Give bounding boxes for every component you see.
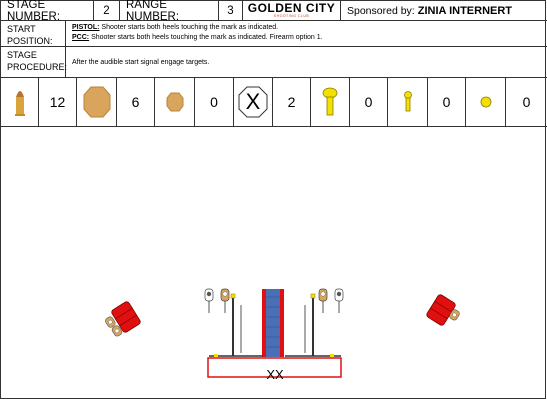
pistol-label: PISTOL: — [72, 24, 100, 31]
left-barrel — [111, 301, 141, 333]
right-paper-target — [318, 288, 328, 302]
right-barrel — [426, 294, 456, 326]
paper-targets-count: 6 — [117, 78, 155, 126]
pistol-text: Shooter starts both heels touching the m… — [99, 24, 279, 31]
pistol-start-line: PISTOL: Shooter starts both heels touchi… — [72, 23, 547, 33]
paper-target-icon — [77, 78, 117, 126]
stage-procedure-label-line2: PROCEDURE: — [7, 62, 68, 72]
start-position-row: START POSITION: PISTOL: Shooter starts b… — [1, 21, 547, 47]
pcc-start-line: PCC: Shooter starts both heels touching … — [72, 33, 547, 43]
no-shoots-count: 2 — [273, 78, 311, 126]
no-shoot-icon: X — [234, 78, 273, 126]
left-wall — [230, 293, 242, 356]
poppers-count: 0 — [350, 78, 388, 126]
no-shoot-symbol: X — [245, 89, 261, 114]
stage-procedure-text-cell: After the audible start signal engage ta… — [66, 47, 547, 77]
left-barrel-target-1 — [105, 316, 116, 328]
left-paper-target — [220, 288, 230, 302]
popper-icon — [311, 78, 350, 126]
plates-count: 0 — [522, 94, 531, 110]
mini-paper-targets-count: 0 — [195, 78, 234, 126]
stage-procedure-text: After the audible start signal engage ta… — [72, 59, 210, 66]
stage-procedure-row: STAGE PROCEDURE: After the audible start… — [1, 47, 547, 78]
logo-text: GOLDEN CITY — [247, 1, 336, 16]
target-count-row: 12 6 0 X 2 0 — [1, 78, 547, 127]
plate-icon — [466, 78, 506, 126]
left-barrel-target-2 — [111, 325, 123, 337]
stage-procedure-label-line1: STAGE — [7, 50, 37, 60]
start-position-label-line2: POSITION: — [7, 36, 53, 46]
logo-subtext: SHOOTING CLUB — [273, 14, 310, 19]
rounds-count: 12 — [39, 78, 77, 126]
pcc-label: PCC: — [72, 34, 90, 41]
start-position-label: START POSITION: — [1, 21, 66, 46]
right-no-shoot-target — [334, 288, 344, 302]
start-mark-label: XX — [266, 367, 284, 382]
stage-number-value: 2 — [94, 1, 120, 20]
left-no-shoot-target — [204, 288, 214, 302]
right-barrel-group — [426, 294, 460, 326]
center-wall — [262, 289, 284, 357]
stage-number-label: STAGE NUMBER: — [1, 0, 94, 23]
stage-procedure-label: STAGE PROCEDURE: — [1, 47, 68, 77]
stage-diagram: XX — [1, 127, 547, 400]
sponsor-label: Sponsored by: — [347, 4, 415, 17]
header-row: STAGE NUMBER: 2 RANGE NUMBER: 3 GOLDEN C… — [1, 0, 547, 23]
right-barrel-target-1 — [449, 309, 460, 321]
start-position-text: PISTOL: Shooter starts both heels touchi… — [66, 21, 547, 46]
left-target-pair — [204, 288, 230, 313]
range-number-label: RANGE NUMBER: — [120, 0, 219, 23]
sponsor: Sponsored by: ZINIA INTERNERT — [341, 1, 547, 20]
range-number-value: 3 — [219, 1, 243, 20]
stage-diagram-svg — [105, 288, 460, 378]
pcc-text: Shooter starts both heels touching the m… — [89, 34, 323, 41]
mini-poppers-count: 0 — [428, 78, 466, 126]
mini-popper-icon — [388, 78, 428, 126]
sponsor-name: ZINIA INTERNERT — [417, 4, 513, 17]
mini-paper-target-icon — [155, 78, 195, 126]
left-barrel-group — [105, 301, 141, 337]
right-target-pair — [318, 288, 344, 313]
start-position-label-line1: START — [7, 24, 36, 34]
club-logo: GOLDEN CITY SHOOTING CLUB — [243, 1, 341, 20]
right-wall — [304, 293, 316, 356]
bullet-icon — [1, 78, 39, 126]
shooting-box — [207, 357, 342, 378]
